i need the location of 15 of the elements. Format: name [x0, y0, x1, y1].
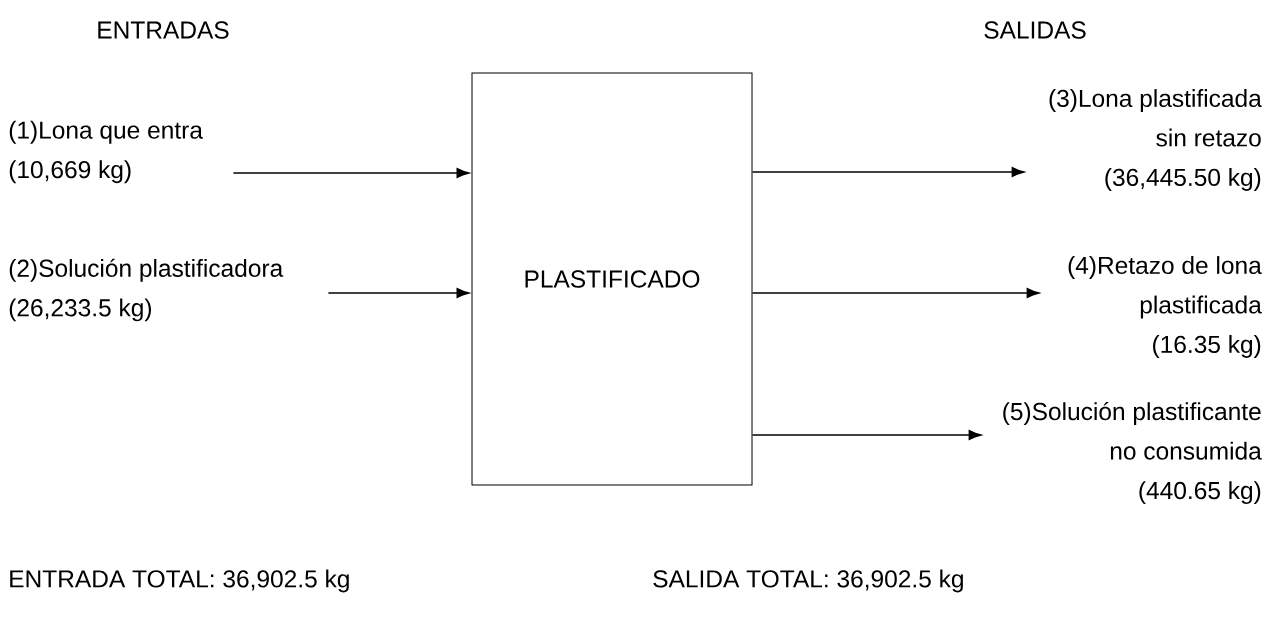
arrow [751, 287, 1040, 299]
arrow [327, 287, 470, 299]
stream-label: (2)Solución plastificadora (26,233.5 kg) [9, 258, 284, 322]
process-box: PLASTIFICADO [471, 72, 753, 486]
arrow [751, 166, 1025, 178]
arrow [751, 429, 982, 441]
total-label: ENTRADA TOTAL: 36,902.5 kg [10, 569, 349, 593]
stream-label: (4)Retazo de lona plastificada (16.35 kg) [1068, 256, 1262, 358]
arrow [232, 167, 470, 179]
heading: SALIDAS [984, 21, 1086, 39]
stream-label: (3)Lona plastificada sin retazo (36,445.50 kg) [1049, 89, 1262, 191]
stream-label: (5)Solución plastificante no consumida (440.65 kg) [1003, 401, 1262, 505]
heading: ENTRADAS [98, 21, 229, 39]
stream-label: (1)Lona que entra (10,669 kg) [9, 120, 203, 184]
total-label: SALIDA TOTAL: 36,902.5 kg [653, 569, 963, 593]
